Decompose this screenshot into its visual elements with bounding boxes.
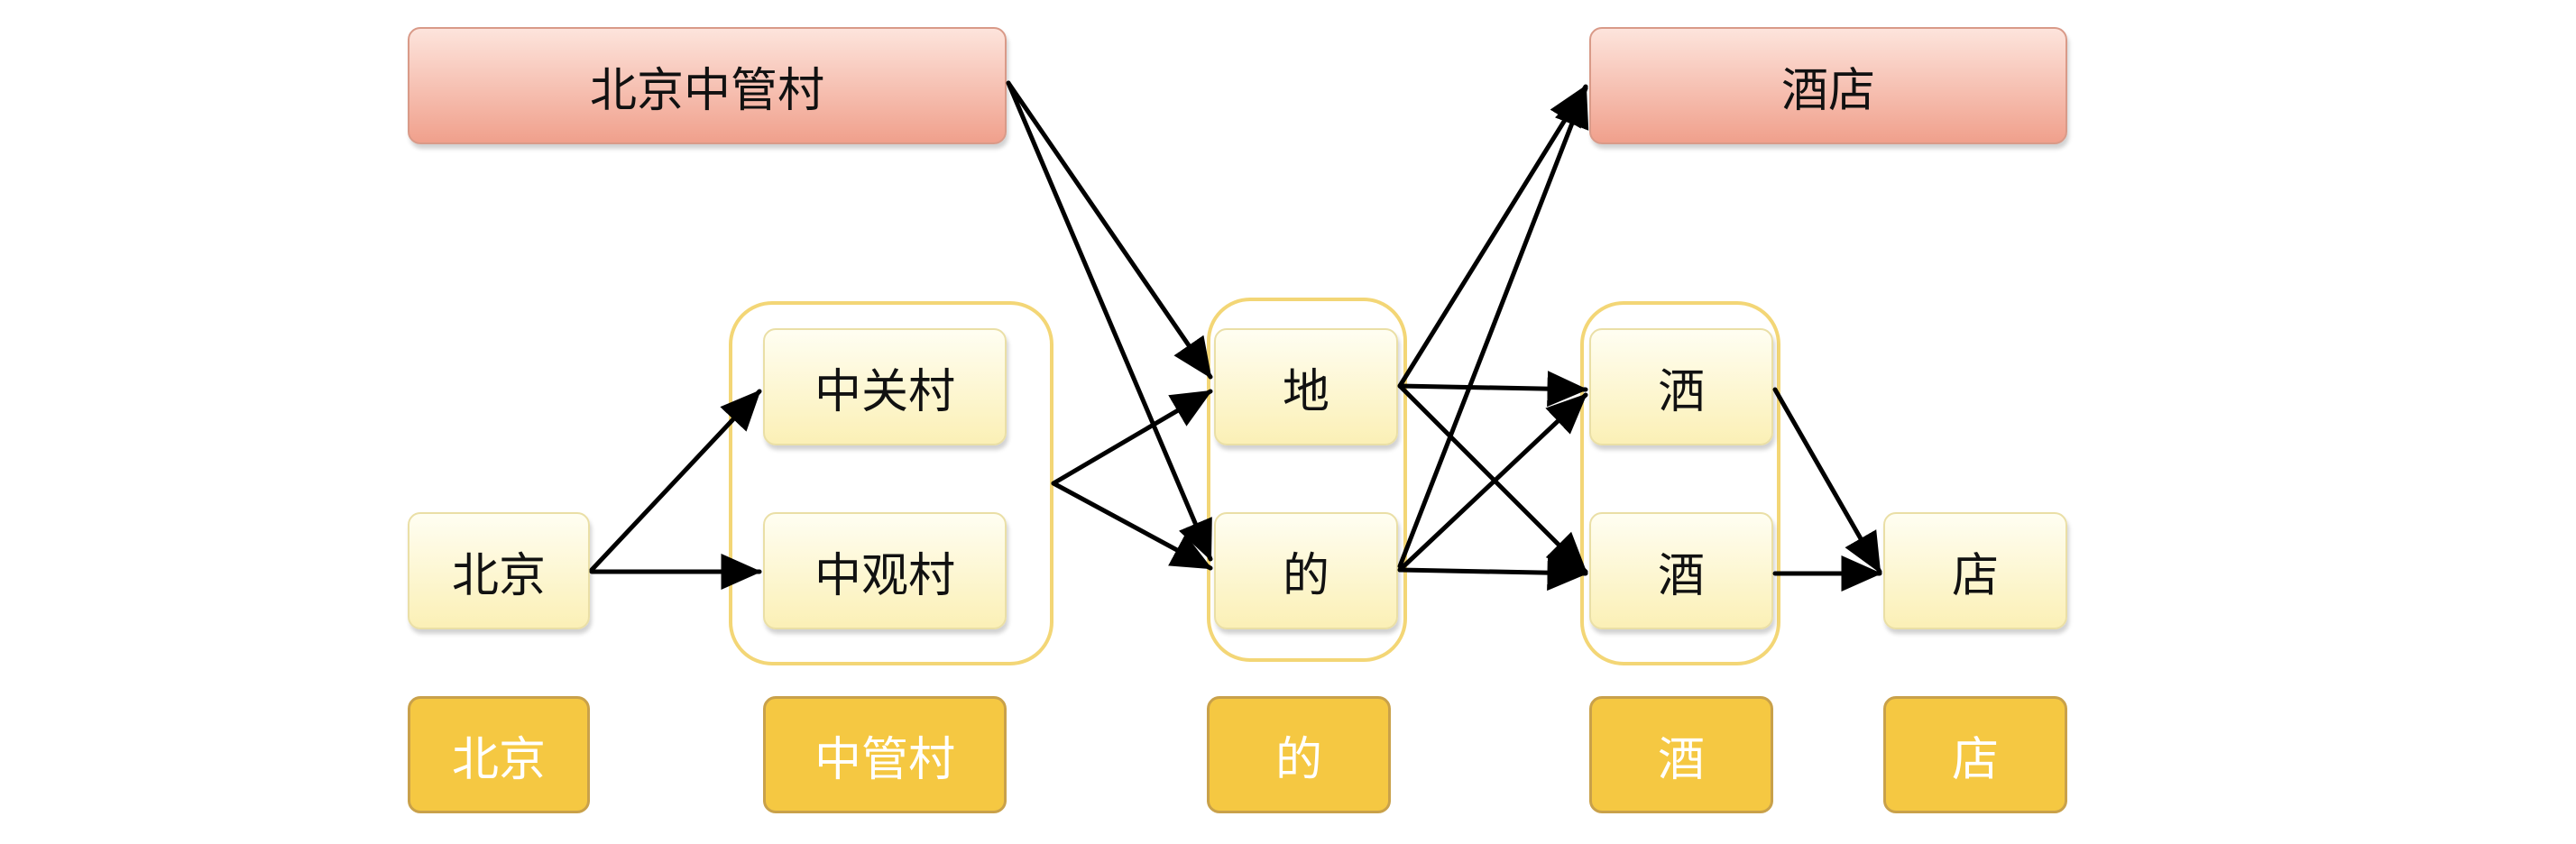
edge-de-jiu-a [1397,392,1588,573]
edge-group-de [1051,481,1213,571]
node-di: 地 [1214,328,1398,445]
edge-di-jiu-b [1397,383,1588,574]
segment-3: 酒 [1589,696,1773,813]
edge-topleft-di [1006,80,1213,380]
node-de: 的 [1214,512,1398,629]
segment-1: 中管村 [763,696,1007,813]
edge-de-topright [1397,86,1589,569]
node-zhongguancun: 中关村 [763,328,1007,445]
node-jiu-b: 酒 [1589,512,1773,629]
top-word-right: 酒店 [1589,27,2067,144]
node-dian: 店 [1883,512,2067,629]
edge-beijing-zhongguancun [589,389,762,573]
edge-di-topright [1397,84,1588,389]
top-word-left: 北京中管村 [408,27,1007,144]
node-zhongguancun-alt: 中观村 [763,512,1007,629]
edge-de-jiu-b [1397,555,1588,592]
segment-0: 北京 [408,696,590,813]
segment-2: 的 [1207,696,1391,813]
segment-4: 店 [1883,696,2067,813]
edge-group-di [1051,389,1213,486]
group-di-de [1207,298,1407,662]
node-jiu-a: 洒 [1589,328,1773,445]
group-jiu [1580,301,1780,665]
edge-di-jiu-a [1397,371,1588,408]
node-beijing: 北京 [408,512,590,629]
edge-jiu-a-dian [1772,387,1882,574]
edge-topleft-de [1006,80,1213,562]
